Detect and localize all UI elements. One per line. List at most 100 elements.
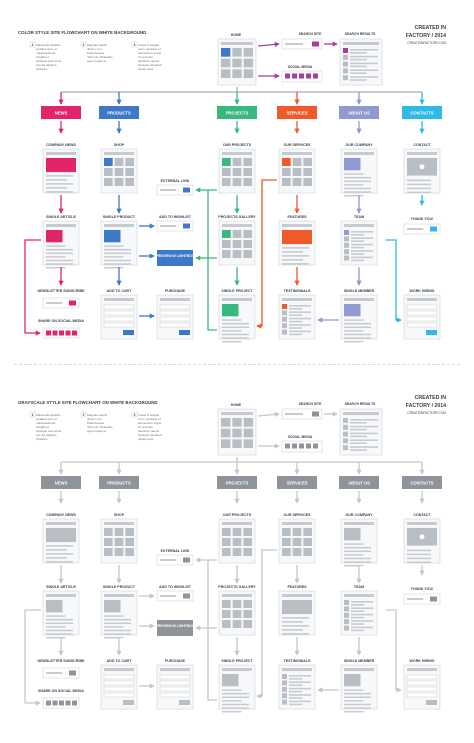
gray-label-newsletter: NEWSLETTER SUBSCRIBE: [38, 659, 86, 663]
gray-page-our-projects-tile: [243, 538, 252, 546]
gray-page-contact-pin: [419, 534, 425, 540]
gray-note-text: vel nisl dapibus: [36, 433, 57, 437]
color-page-work-hiring-submit: [426, 330, 437, 335]
gray-page-testimonials-line: [289, 697, 303, 699]
gray-box-external-link: [156, 554, 194, 566]
gray-page-testimonials-line: [289, 694, 311, 696]
color-page-purchase-field: [159, 322, 191, 328]
gray-note-number: 2: [83, 413, 85, 417]
color-page-our-projects-tile: [222, 168, 231, 176]
gray-social-icon: [313, 443, 318, 449]
color-note-text: Maecenas facilisis: [36, 43, 61, 47]
gray-home-page-tile: [221, 439, 231, 448]
gray-page-testimonials-thumb: [282, 699, 287, 705]
color-page-purchase-submit: [179, 330, 190, 335]
color-page-shop-tile: [104, 158, 113, 166]
gray-page-single-project-frame: [218, 664, 256, 710]
gray-page-shop-tile: [104, 538, 113, 546]
gray-home-page-tile: [232, 418, 242, 427]
gray-page-add-to-cart: [100, 664, 138, 710]
gray-page-our-company-line: [344, 561, 371, 563]
gray-label-thank-you: THANK YOU!: [411, 587, 434, 591]
gray-page-our-projects: [218, 518, 256, 564]
gray-box-newsletter: [42, 667, 80, 679]
gray-page-projects-gallery-tile: [243, 610, 252, 618]
gray-label-single-project: SINGLE PROJECT: [221, 659, 253, 663]
color-page-testimonials-header: [282, 298, 312, 301]
gray-home-page-header: [221, 412, 253, 415]
gray-page-team-line: [351, 610, 365, 612]
color-page-team-line: [351, 253, 365, 255]
gray-page-single-product-header: [104, 594, 134, 597]
color-page-testimonials-line: [289, 311, 311, 313]
gray-social-icon: [299, 443, 304, 449]
gray-page-single-article-line: [46, 615, 66, 617]
color-page-add-to-cart-field: [103, 322, 135, 328]
gray-page-single-member: [340, 664, 378, 713]
color-page-add-to-cart-field: [103, 304, 135, 310]
gray-page-our-projects-tile: [222, 548, 231, 556]
gray-page-single-article-image: [46, 600, 63, 613]
color-note-text: Fusce in feugiat: [138, 43, 159, 47]
color-page-single-product-line: [104, 259, 131, 262]
color-category-news: NEWS: [41, 106, 81, 119]
color-page-single-article-line: [46, 259, 73, 262]
gray-box-thank-you: [403, 593, 441, 605]
gray-page-projects-gallery-tile: [222, 600, 231, 608]
gray-page-single-product: [100, 590, 138, 639]
gray-page-features: [278, 590, 316, 636]
gray-box-add-to-wishlist-line: [160, 595, 177, 597]
color-page-company-news-line: [46, 187, 67, 189]
gray-arrow-home-search: [257, 411, 280, 417]
color-page-single-product-frame: [100, 220, 138, 266]
gray-page-single-project-line: [222, 710, 242, 713]
gray-note-text: Quisque sed purus: [36, 429, 62, 433]
gray-title: GRAYSCALE STYLE SITE FLOWCHART ON WHITE …: [18, 400, 158, 405]
gray-box-add-to-wishlist-button: [183, 593, 190, 599]
color-page-our-services-tile: [303, 158, 312, 166]
gray-page-single-project: [218, 664, 256, 713]
color-page-single-project-line: [222, 337, 249, 339]
gray-page-add-to-cart-submit: [123, 700, 134, 705]
color-label-purchase: PURCHASE: [165, 289, 186, 293]
gray-page-our-projects-tile: [232, 548, 242, 556]
color-arrow-team-hiring: [386, 239, 402, 323]
color-search-results-page-line: [350, 69, 378, 71]
gray-page-single-member-header: [344, 668, 374, 671]
gray-page-our-services-tile: [292, 548, 302, 556]
gray-page-single-product-line: [104, 629, 131, 632]
gray-page-our-projects-tile: [222, 538, 231, 546]
gray-page-our-company-line: [344, 557, 371, 560]
gray-page-projects-gallery-header: [222, 594, 252, 597]
gray-label-shop: SHOP: [114, 513, 125, 517]
color-page-our-services-tile: [292, 158, 302, 166]
color-page-purchase-field: [159, 316, 191, 322]
color-page-team-line: [351, 243, 373, 246]
gray-home-page-tile: [232, 439, 242, 448]
gray-label-team: TEAM: [354, 585, 364, 589]
color-page-single-member-line: [344, 326, 371, 329]
color-page-team-thumb: [344, 236, 349, 242]
color-category-box: [99, 106, 139, 119]
gray-box-external-link-line: [160, 559, 177, 561]
gray-search-results-page-thumb: [343, 424, 348, 430]
gray-page-our-projects-tile: [243, 548, 252, 556]
color-category-label: PROJECTS: [226, 111, 249, 116]
gray-box-newsletter-line: [46, 672, 63, 674]
color-note-badge: [80, 41, 87, 48]
gray-note-text: Ut vel justo: [138, 425, 153, 429]
color-page-single-product-line: [104, 256, 124, 258]
gray-page-team-thumb: [344, 625, 349, 631]
gray-box-share-social: [42, 697, 80, 709]
gray-page-our-projects-header: [222, 522, 252, 525]
color-page-company-news-line: [46, 175, 73, 177]
color-share-icon: [65, 330, 71, 336]
gray-page-our-services-tile: [282, 538, 291, 546]
color-search-site-label: SEARCH SITE: [299, 32, 323, 36]
color-credit-line1: CREATED IN: [415, 25, 447, 31]
color-note-text: Quisque sed purus: [36, 59, 62, 63]
color-box-share-social: [42, 327, 80, 339]
gray-category-box: [402, 476, 442, 489]
color-page-single-project-frame: [218, 294, 256, 340]
color-home-page-tile: [221, 69, 231, 78]
